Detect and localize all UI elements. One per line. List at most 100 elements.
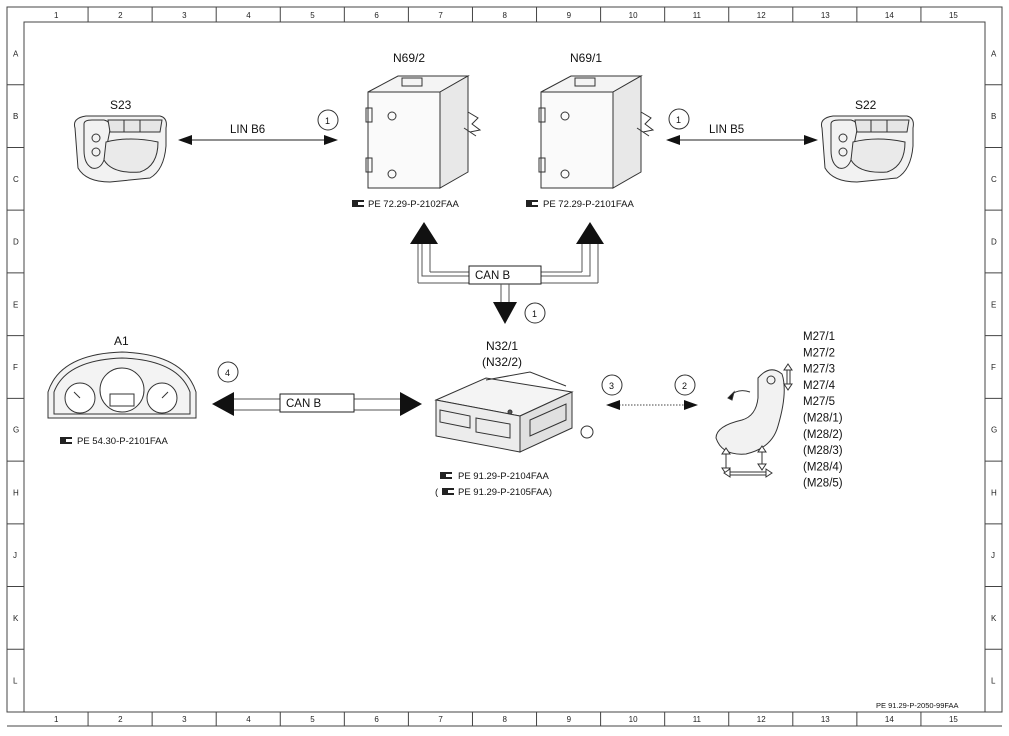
can-b-top-label: CAN B — [475, 270, 510, 282]
column-marker: 7 — [438, 11, 443, 20]
n32-alt-label: (N32/2) — [482, 355, 522, 369]
motor-label: M27/4 — [803, 380, 836, 392]
column-marker: 15 — [949, 715, 958, 724]
motor-label: (M28/5) — [803, 478, 843, 490]
row-marker: B — [13, 112, 18, 121]
reference-icon — [352, 200, 364, 207]
row-marker: G — [13, 426, 19, 435]
arrow-to-n69-1 — [576, 222, 604, 244]
n32-seat-control-module: N32/1 (N32/2) PE 91.29-P-2104FAA ( PE 91… — [434, 339, 594, 498]
reference-icon — [440, 472, 452, 479]
callout-1 — [668, 108, 690, 130]
row-marker: K — [991, 614, 997, 623]
column-marker: 5 — [310, 715, 315, 724]
column-marker: 10 — [629, 715, 638, 724]
n32-alt-ref-prefix: ( — [435, 487, 439, 498]
seat-control-module-icon — [434, 371, 594, 453]
motor-label: M27/3 — [803, 364, 835, 376]
motor-label: (M28/2) — [803, 429, 843, 441]
motor-label: (M28/1) — [803, 413, 843, 425]
row-marker: C — [13, 175, 19, 184]
column-marker: 12 — [757, 11, 766, 20]
row-marker: A — [13, 49, 19, 58]
arrow-to-n69-2 — [410, 222, 438, 244]
column-marker: 14 — [885, 715, 894, 724]
n69-1-label: N69/1 — [570, 51, 602, 65]
svg-text:3: 3 — [609, 381, 614, 391]
control-unit-icon — [365, 75, 482, 189]
callout-4 — [217, 361, 239, 383]
svg-text:4: 4 — [225, 368, 230, 378]
row-marker: J — [991, 551, 995, 560]
row-marker: E — [13, 300, 18, 309]
seat-motors: M27/1M27/2M27/3M27/4M27/5(M28/1)(M28/2)(… — [715, 331, 843, 490]
motor-label-list: M27/1M27/2M27/3M27/4M27/5(M28/1)(M28/2)(… — [803, 331, 843, 490]
row-marker: D — [13, 238, 19, 247]
row-marker: H — [13, 488, 19, 497]
can-b-left-bus: CAN B 4 — [212, 361, 422, 416]
column-marker: 11 — [693, 11, 702, 20]
column-marker: 13 — [821, 11, 830, 20]
n32-alt-ref: PE 91.29-P-2105FAA) — [458, 487, 552, 498]
motor-label: (M28/4) — [803, 461, 843, 473]
column-marker: 6 — [374, 715, 379, 724]
lin-b6-connection: LIN B6 1 — [178, 109, 339, 145]
n32-label: N32/1 — [486, 339, 518, 353]
can-b-top-bus: CAN B 1 — [410, 222, 604, 324]
column-marker: 12 — [757, 715, 766, 724]
n69-1-control-unit: N69/1 PE 72.29-P-2101FAA — [526, 51, 655, 210]
column-ruler: 1122334455667788991010111112121313141415… — [54, 7, 958, 726]
column-marker: 7 — [438, 715, 443, 724]
row-marker: F — [13, 363, 18, 372]
svg-text:1: 1 — [325, 116, 330, 126]
lin-b5-connection: LIN B5 1 — [666, 108, 818, 145]
callout-1 — [524, 302, 546, 324]
control-unit-icon — [538, 75, 655, 189]
lin-b5-label: LIN B5 — [709, 124, 744, 136]
row-marker: J — [13, 551, 17, 560]
column-marker: 9 — [567, 11, 572, 20]
column-marker: 9 — [567, 715, 572, 724]
n69-2-control-unit: N69/2 PE 72.29-P-2102FAA — [352, 51, 482, 210]
can-b-top-box — [468, 265, 542, 285]
lin-b6-label: LIN B6 — [230, 124, 265, 136]
reference-icon — [526, 200, 538, 207]
row-marker: E — [991, 300, 996, 309]
reference-icon — [60, 437, 72, 444]
svg-text:2: 2 — [682, 381, 687, 391]
row-marker: D — [991, 238, 997, 247]
motor-label: M27/5 — [803, 396, 835, 408]
reference-icon — [442, 488, 454, 495]
inner-frame — [23, 21, 986, 713]
row-marker: G — [991, 426, 997, 435]
row-marker: B — [991, 112, 996, 121]
svg-text:1: 1 — [676, 115, 681, 125]
s23-seat-switch: S23 — [74, 98, 167, 183]
n32-ref: PE 91.29-P-2104FAA — [458, 471, 549, 482]
motor-connection: 3 2 — [601, 374, 698, 410]
row-marker: L — [991, 677, 996, 686]
seat-switch-icon — [74, 115, 167, 183]
column-marker: 5 — [310, 11, 315, 20]
column-marker: 11 — [693, 715, 702, 724]
arrow-to-n32 — [493, 302, 517, 324]
s22-label: S22 — [855, 98, 877, 112]
column-marker: 4 — [246, 11, 251, 20]
s23-label: S23 — [110, 98, 132, 112]
can-b-left-label: CAN B — [286, 398, 321, 410]
column-marker: 1 — [54, 715, 59, 724]
column-marker: 14 — [885, 11, 894, 20]
n69-2-ref: PE 72.29-P-2102FAA — [368, 199, 459, 210]
can-b-left-box — [279, 393, 355, 413]
callout-2 — [674, 374, 696, 396]
document-id: PE 91.29-P-2050-99FAA — [876, 701, 959, 710]
column-marker: 8 — [503, 715, 508, 724]
a1-instrument-cluster: A1 PE 54.30-P-2101FAA — [47, 334, 197, 447]
column-marker: 15 — [949, 11, 958, 20]
n69-2-label: N69/2 — [393, 51, 425, 65]
column-marker: 13 — [821, 715, 830, 724]
instrument-cluster-icon — [47, 351, 197, 419]
column-marker: 2 — [118, 715, 123, 724]
